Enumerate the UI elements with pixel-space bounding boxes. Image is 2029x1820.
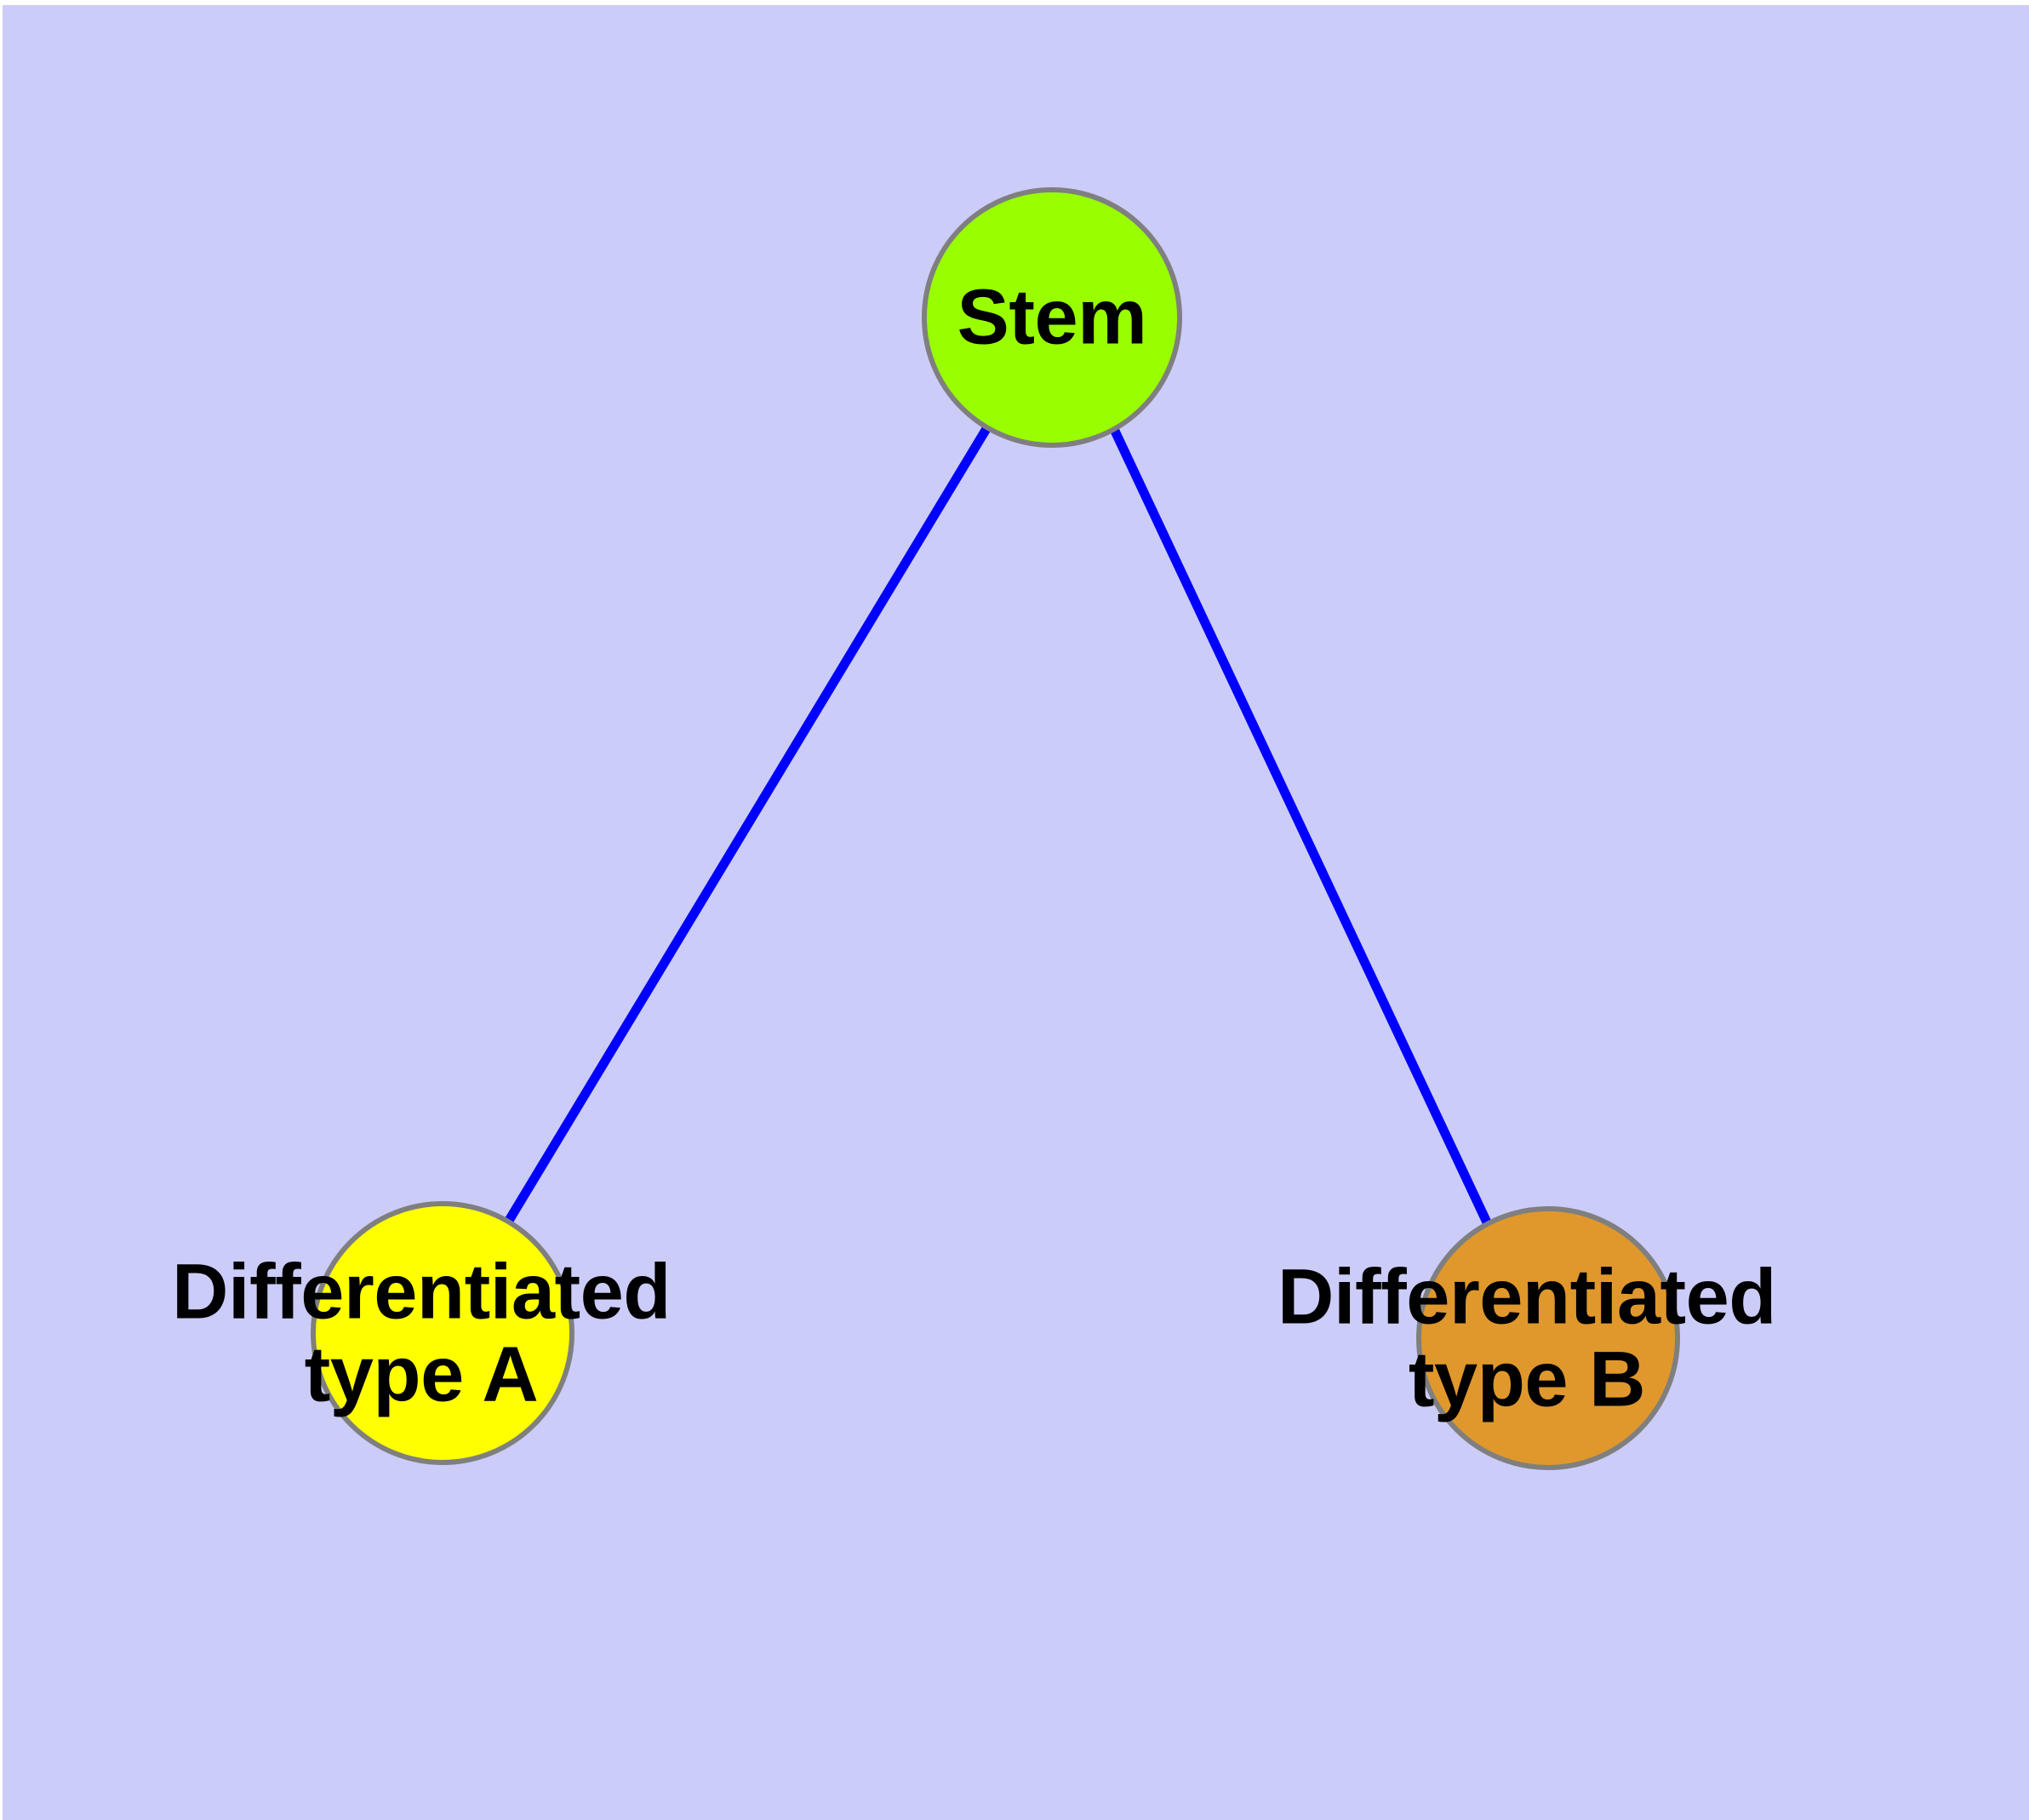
edge-layer xyxy=(503,425,1492,1227)
edge-stem-to-diff-b xyxy=(1109,425,1492,1227)
edge-stem-to-diff-a xyxy=(503,425,992,1226)
node-differentiated-type-b[interactable] xyxy=(1416,1206,1680,1470)
node-stem[interactable] xyxy=(922,187,1182,448)
node-layer xyxy=(311,187,1680,1470)
node-differentiated-type-a[interactable] xyxy=(311,1201,574,1465)
